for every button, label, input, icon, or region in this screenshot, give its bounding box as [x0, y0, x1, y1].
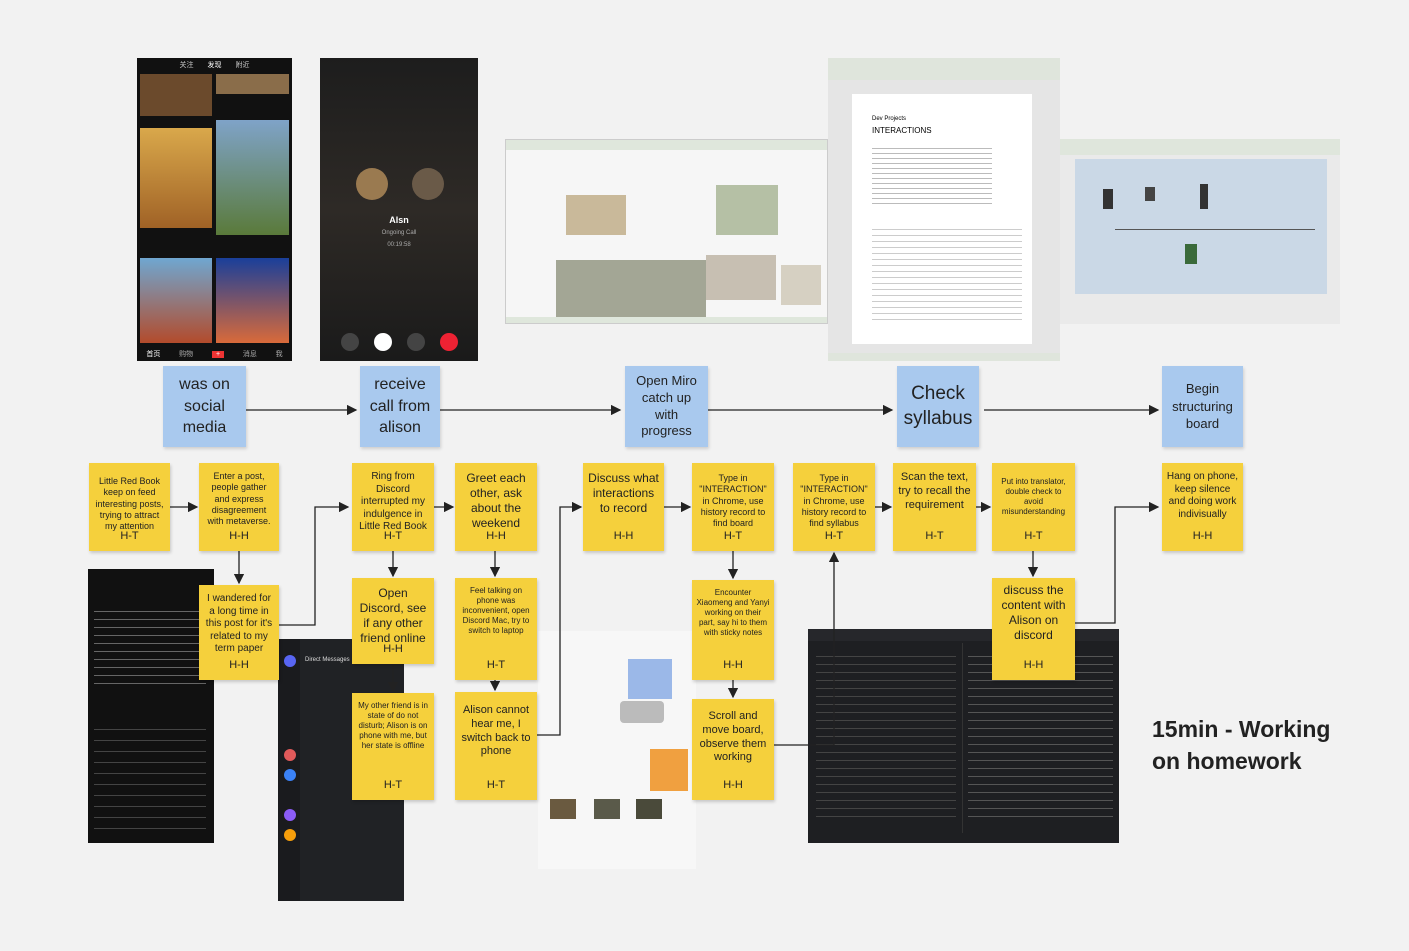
- interaction-tag: H-T: [383, 530, 403, 543]
- stage-label: Open Miro catch up with progress: [636, 372, 697, 439]
- sticky-note: Feel talking on phone was inconvenient, …: [455, 578, 537, 680]
- sticky-note: Open Discord, see if any other friend on…: [352, 578, 434, 664]
- stage-label: Check syllabus: [903, 382, 973, 429]
- interaction-tag: H-T: [824, 530, 844, 543]
- sticky-text: Discuss what interactions to record: [588, 471, 659, 515]
- sticky-text: Put into translator, double check to avo…: [1001, 477, 1066, 516]
- xhs-nav-messages[interactable]: 消息: [242, 351, 257, 358]
- miro-zoom-screenshot: [538, 631, 696, 869]
- sticky-note: Alison cannot hear me, I switch back to …: [455, 692, 537, 800]
- board-structure-screenshot: [1060, 139, 1340, 324]
- interaction-tag: H-H: [383, 643, 403, 656]
- xhs-nav-shop[interactable]: 购物: [179, 351, 194, 358]
- sticky-text: Feel talking on phone was inconvenient, …: [462, 586, 530, 635]
- interaction-tag: H-T: [486, 659, 506, 672]
- sticky-text: Type in "INTERACTION" in Chrome, use his…: [699, 473, 767, 528]
- sticky-text: Hang on phone, keep silence and doing wo…: [1166, 471, 1239, 520]
- interaction-tag: H-H: [723, 779, 743, 792]
- sticky-text: Open Discord, see if any other friend on…: [359, 586, 427, 645]
- interaction-tag: H-H: [229, 659, 249, 672]
- caption-line-2: on homework: [1152, 748, 1302, 775]
- stage-open-miro: Open Miro catch up with progress: [625, 366, 708, 447]
- sticky-text: Little Red Book keep on feed interesting…: [95, 476, 164, 531]
- xiaohongshu-post-screenshot: [88, 569, 214, 843]
- call-timer: 00:19:58: [387, 242, 411, 248]
- syllabus-title: INTERACTIONS: [872, 126, 932, 135]
- sticky-text: Type in "INTERACTION" in Chrome, use his…: [800, 473, 868, 528]
- sticky-text: Scan the text, try to recall the require…: [898, 471, 971, 511]
- duration-caption: 15min - Working on homework: [1152, 713, 1331, 777]
- interaction-tag: H-H: [1023, 659, 1044, 672]
- stage-label: was on social media: [179, 376, 230, 437]
- xhs-nav-home[interactable]: 首页: [146, 351, 161, 358]
- sticky-note: Type in "INTERACTION" in Chrome, use his…: [692, 463, 774, 551]
- syllabus-document-screenshot: Dev Projects INTERACTIONS: [828, 58, 1060, 361]
- xhs-tab-discover[interactable]: 发现: [207, 62, 222, 69]
- sticky-text: Ring from Discord interrupted my indulge…: [359, 471, 427, 532]
- hang-up-button[interactable]: [440, 333, 458, 351]
- miro-board-screenshot: [505, 139, 828, 324]
- caption-line-1: 15min - Working: [1152, 716, 1331, 742]
- stage-receive-call: receive call from alison: [360, 366, 440, 447]
- interaction-tag: H-T: [120, 530, 139, 543]
- xhs-nav-me[interactable]: 我: [275, 351, 283, 358]
- sticky-note: discuss the content with Alison on disco…: [992, 578, 1075, 680]
- stage-label: Begin structuring board: [1172, 381, 1233, 432]
- sticky-note: Little Red Book keep on feed interesting…: [89, 463, 170, 551]
- sticky-note: Enter a post, people gather and express …: [199, 463, 279, 551]
- discord-header: Direct Messages: [305, 657, 350, 663]
- sticky-note: Scan the text, try to recall the require…: [893, 463, 976, 551]
- interaction-tag: H-T: [723, 530, 743, 543]
- sticky-note: My other friend is in state of do not di…: [352, 693, 434, 800]
- interaction-tag: H-T: [1024, 530, 1043, 543]
- syllabus-course: Dev Projects: [872, 116, 907, 122]
- sticky-text: Encounter Xiaomeng and Yanyi working on …: [696, 588, 770, 637]
- sticky-text: My other friend is in state of do not di…: [358, 701, 428, 750]
- interaction-tag: H-H: [229, 530, 249, 543]
- sticky-note: Scroll and move board, observe them work…: [692, 699, 774, 800]
- interaction-tag: H-T: [486, 779, 506, 792]
- sticky-text: Scroll and move board, observe them work…: [699, 710, 767, 764]
- phone-call-screenshot: Alsn Ongoing Call 00:19:58: [320, 58, 478, 361]
- interaction-tag: H-T: [383, 779, 403, 792]
- interaction-tag: H-H: [723, 659, 743, 672]
- stage-social-media: was on social media: [163, 366, 246, 447]
- xhs-tab-follow[interactable]: 关注: [179, 62, 194, 69]
- sticky-text: Alison cannot hear me, I switch back to …: [461, 704, 531, 758]
- sticky-note: Encounter Xiaomeng and Yanyi working on …: [692, 580, 774, 680]
- caller-name: Alsn: [389, 215, 409, 225]
- stage-check-syllabus: Check syllabus: [897, 366, 979, 447]
- sticky-note: Type in "INTERACTION" in Chrome, use his…: [793, 463, 875, 551]
- avatar: [412, 168, 444, 200]
- xiaohongshu-feed-screenshot: 关注 发现 附近 首页 购物 + 消息 我: [137, 58, 292, 361]
- mute-button[interactable]: [407, 333, 425, 351]
- video-button[interactable]: [341, 333, 359, 351]
- sticky-note: Ring from Discord interrupted my indulge…: [352, 463, 434, 551]
- stage-begin-structuring: Begin structuring board: [1162, 366, 1243, 447]
- sticky-note: Put into translator, double check to avo…: [992, 463, 1075, 551]
- interaction-tag: H-T: [925, 530, 944, 543]
- interaction-tag: H-H: [613, 530, 634, 543]
- sticky-note: Hang on phone, keep silence and doing wo…: [1162, 463, 1243, 551]
- sticky-text: Enter a post, people gather and express …: [207, 471, 271, 526]
- interaction-tag: H-H: [486, 530, 506, 543]
- interaction-tag: H-H: [1192, 530, 1213, 543]
- avatar: [356, 168, 388, 200]
- call-status: Ongoing Call: [381, 230, 417, 236]
- xhs-tab-nearby[interactable]: 附近: [235, 62, 250, 69]
- xhs-plus-button[interactable]: +: [211, 350, 225, 358]
- sticky-text: discuss the content with Alison on disco…: [1001, 583, 1066, 642]
- sticky-text: I wandered for a long time in this post …: [205, 593, 273, 654]
- stage-label: receive call from alison: [369, 376, 431, 437]
- speaker-button[interactable]: [374, 333, 392, 351]
- sticky-note: I wandered for a long time in this post …: [199, 585, 279, 680]
- sticky-text: Greet each other, ask about the weekend: [466, 471, 526, 530]
